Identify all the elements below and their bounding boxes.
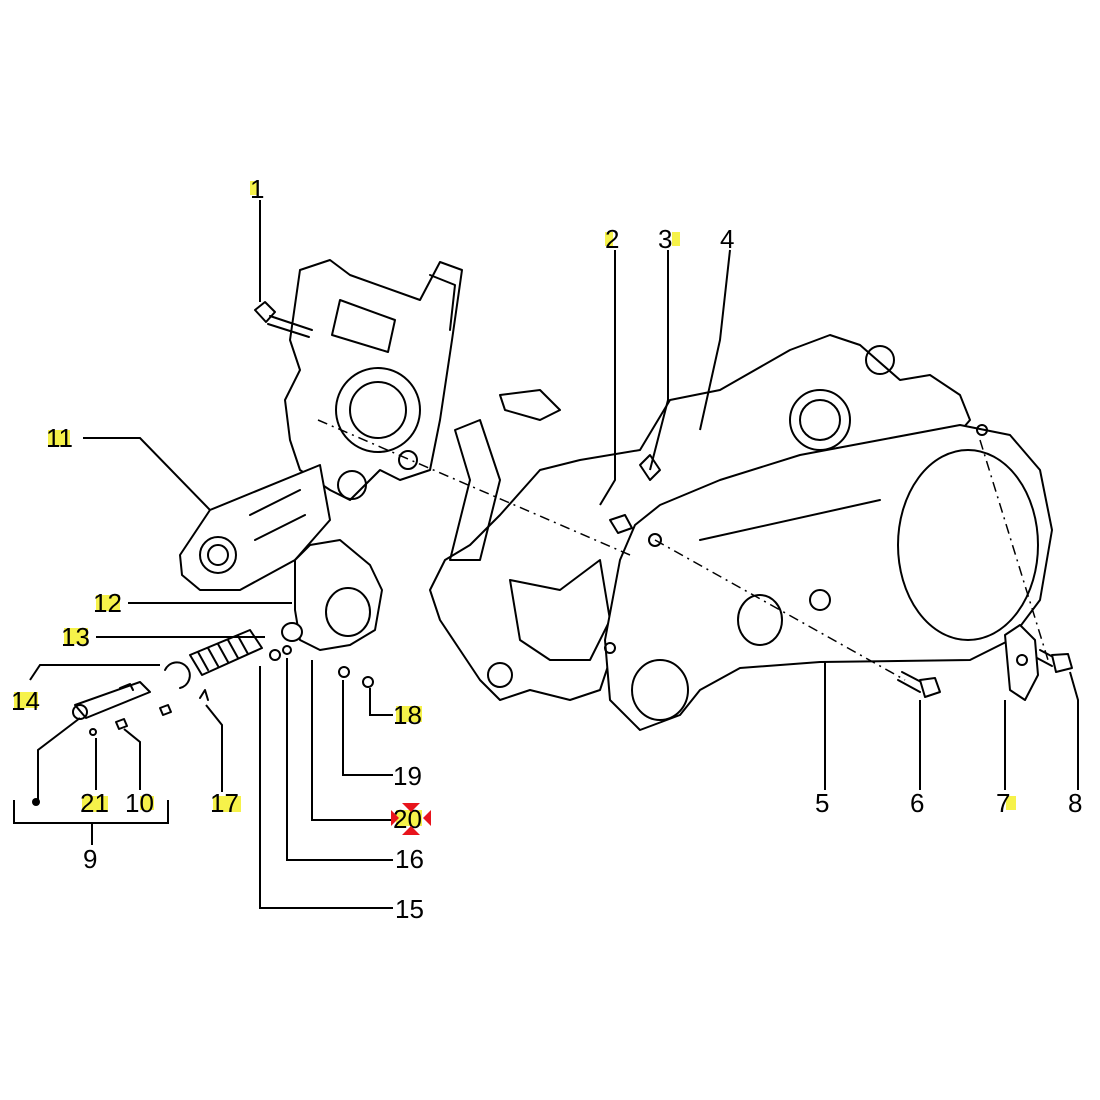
assembly-axis-lines xyxy=(317,419,1049,681)
svg-text:5: 5 xyxy=(815,788,829,818)
svg-text:3: 3 xyxy=(658,224,672,254)
bellows-13-part xyxy=(189,629,263,676)
label-14[interactable]: 14 xyxy=(11,686,40,716)
label-15[interactable]: 15 xyxy=(395,894,424,924)
svg-text:10: 10 xyxy=(125,788,154,818)
svg-text:21: 21 xyxy=(80,788,109,818)
tube-9-part xyxy=(72,681,151,720)
label-17[interactable]: 17 xyxy=(210,788,241,818)
bolt-1-part xyxy=(254,301,313,338)
svg-text:9: 9 xyxy=(83,844,97,874)
svg-text:14: 14 xyxy=(11,686,40,716)
svg-text:18: 18 xyxy=(393,700,422,730)
label-4[interactable]: 4 xyxy=(720,224,734,254)
svg-text:7: 7 xyxy=(996,788,1010,818)
svg-text:15: 15 xyxy=(395,894,424,924)
bolt-6-part xyxy=(897,671,941,698)
svg-text:1: 1 xyxy=(250,174,264,204)
svg-text:12: 12 xyxy=(93,588,122,618)
assembly-dot xyxy=(32,798,40,806)
selection-marker xyxy=(391,803,431,835)
label-5[interactable]: 5 xyxy=(815,788,829,818)
svg-text:17: 17 xyxy=(210,788,239,818)
label-8[interactable]: 8 xyxy=(1068,788,1082,818)
svg-text:19: 19 xyxy=(393,761,422,791)
label-6[interactable]: 6 xyxy=(910,788,924,818)
svg-text:11: 11 xyxy=(46,423,73,453)
svg-text:16: 16 xyxy=(395,844,424,874)
small-parts-15-20 xyxy=(199,645,374,701)
label-16[interactable]: 16 xyxy=(395,844,424,874)
label-7[interactable]: 7 xyxy=(996,788,1016,818)
label-9[interactable]: 9 xyxy=(83,844,97,874)
svg-text:8: 8 xyxy=(1068,788,1082,818)
clip-14-part xyxy=(164,661,191,689)
label-21[interactable]: 21 xyxy=(80,788,109,818)
cover-12-part xyxy=(281,539,383,651)
small-parts-21-10 xyxy=(89,683,172,736)
svg-text:2: 2 xyxy=(605,224,619,254)
label-18[interactable]: 18 xyxy=(393,700,422,730)
bolt-8-part xyxy=(1036,649,1073,673)
washer-7-part xyxy=(1004,624,1039,701)
label-13[interactable]: 13 xyxy=(61,622,90,652)
label-3[interactable]: 3 xyxy=(658,224,680,254)
svg-text:4: 4 xyxy=(720,224,734,254)
label-1[interactable]: 1 xyxy=(250,174,264,204)
leader-lines xyxy=(13,200,1079,909)
label-19[interactable]: 19 xyxy=(393,761,422,791)
svg-text:6: 6 xyxy=(910,788,924,818)
transmission-cover-5-part xyxy=(604,424,1053,731)
left-crankcase-half xyxy=(284,259,463,501)
label-10[interactable]: 10 xyxy=(125,788,154,818)
label-2[interactable]: 2 xyxy=(605,224,619,254)
label-11[interactable]: 11 xyxy=(46,423,73,453)
svg-text:13: 13 xyxy=(61,622,90,652)
label-12[interactable]: 12 xyxy=(93,588,122,618)
